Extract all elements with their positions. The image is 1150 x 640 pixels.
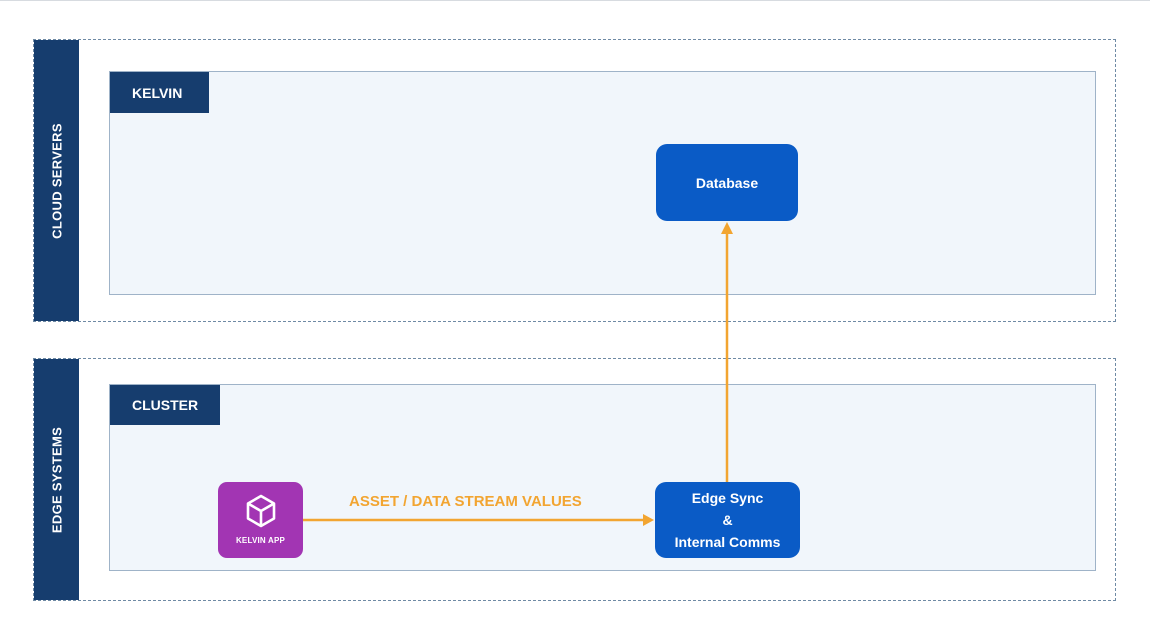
cloud-servers-zone: CLOUD SERVERS KELVIN (33, 39, 1116, 322)
edge-sync-node: Edge Sync & Internal Comms (655, 482, 800, 558)
edge-sync-line-3: Internal Comms (674, 534, 781, 550)
cloud-servers-bar: CLOUD SERVERS (34, 40, 79, 321)
kelvin-app-label: KELVIN APP (235, 536, 286, 545)
asset-data-stream-label: ASSET / DATA STREAM VALUES (349, 493, 582, 510)
sync-to-database-arrowhead (721, 222, 733, 234)
kelvin-region: KELVIN (109, 71, 1096, 295)
kelvin-region-tag: KELVIN (110, 72, 209, 113)
database-node: Database (656, 144, 798, 221)
edge-sync-line-2: & (722, 512, 733, 528)
edge-systems-bar: EDGE SYSTEMS (34, 359, 79, 600)
kelvin-app-node: KELVIN APP (218, 482, 303, 558)
top-divider (0, 0, 1150, 1)
database-label: Database (695, 174, 759, 191)
cube-icon (246, 494, 275, 528)
app-to-sync-arrowhead (643, 514, 654, 526)
edge-sync-line-1: Edge Sync (691, 490, 764, 506)
cluster-region-tag: CLUSTER (110, 385, 220, 425)
